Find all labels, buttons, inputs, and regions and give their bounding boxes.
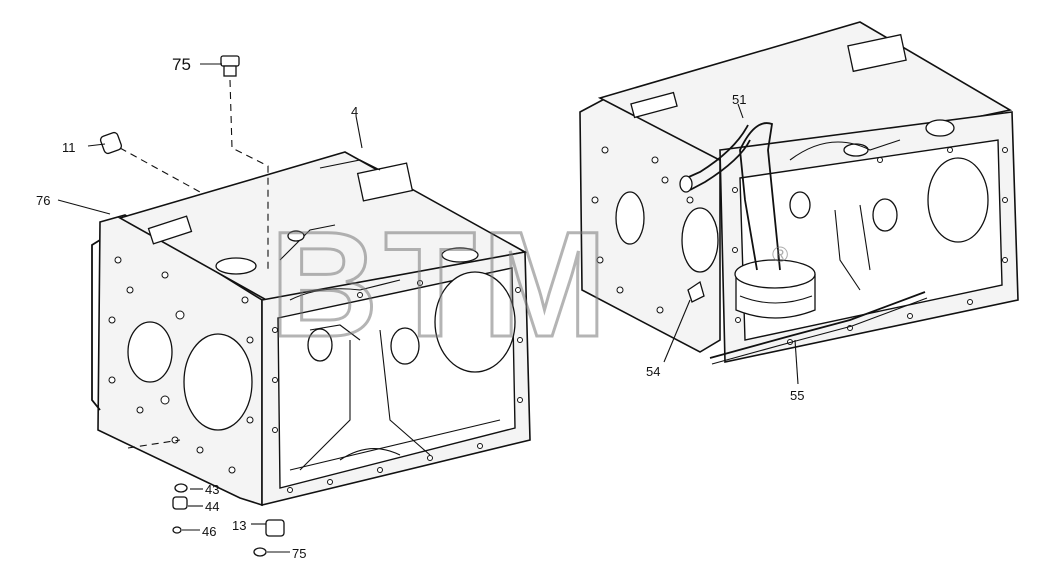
callout-43: 43 xyxy=(205,482,219,497)
btm-watermark: BTM ® xyxy=(269,199,789,370)
oil-filter-part xyxy=(679,122,816,319)
callout-54: 54 xyxy=(646,364,660,379)
callout-11: 11 xyxy=(62,140,76,155)
callout-13: 13 xyxy=(232,518,246,533)
callout-44: 44 xyxy=(205,499,219,514)
plug-11-part xyxy=(99,131,123,155)
callout-55: 55 xyxy=(790,388,804,403)
leader-lines xyxy=(57,63,799,553)
callout-labels: 75 4 11 76 43 44 46 13 75 51 54 55 xyxy=(36,55,804,561)
callout-75-bottom: 75 xyxy=(292,546,306,561)
plug-75-top-part xyxy=(220,55,240,77)
watermark-registered-mark: ® xyxy=(772,242,788,267)
small-parts-bottom xyxy=(172,483,285,557)
callout-51: 51 xyxy=(732,92,746,107)
callout-46: 46 xyxy=(202,524,216,539)
plug-54-part xyxy=(687,280,705,303)
callout-76: 76 xyxy=(36,193,50,208)
left-transmission-housing xyxy=(91,151,531,507)
callout-75-top: 75 xyxy=(172,55,191,74)
callout-4: 4 xyxy=(351,104,358,119)
gasket-strip-part xyxy=(709,291,928,365)
watermark-text: BTM xyxy=(270,200,613,368)
